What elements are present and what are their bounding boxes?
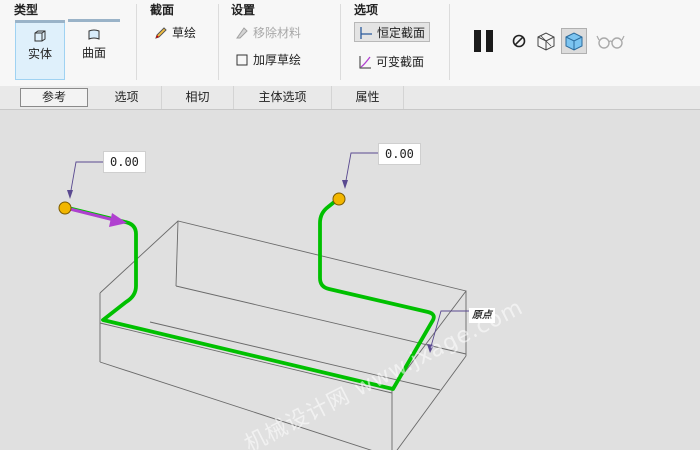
sketch-label: 草绘	[172, 26, 197, 40]
dimension-start-value[interactable]: 0.00	[103, 151, 146, 173]
leader-arrowhead	[67, 190, 73, 199]
sketch-pencil-icon	[155, 27, 167, 39]
shaded-preview-icon	[565, 32, 583, 51]
constant-section-button[interactable]: 恒定截面	[354, 22, 431, 42]
leader-arrowhead	[427, 344, 434, 353]
origin-note[interactable]: 原点	[469, 308, 495, 323]
solid-type-label: 实体	[27, 47, 52, 61]
thicken-sketch-icon	[236, 54, 248, 66]
wireframe-preview-icon	[537, 32, 555, 51]
start-point-handle[interactable]	[58, 201, 72, 215]
solid-type-button[interactable]: 实体	[15, 20, 65, 80]
group-title-type: 类型	[14, 3, 39, 17]
leader-arrowhead	[342, 180, 348, 189]
tab-options[interactable]: 选项	[92, 86, 162, 109]
remove-material-button[interactable]: 移除材料	[235, 23, 301, 43]
glasses-icon	[596, 35, 625, 49]
no-preview-button[interactable]	[506, 28, 532, 54]
tab-body-options[interactable]: 主体选项	[234, 86, 332, 109]
group-title-options: 选项	[354, 3, 379, 17]
ribbon-separator	[136, 4, 137, 80]
thicken-sketch-label: 加厚草绘	[253, 53, 302, 67]
ribbon: 类型 截面 设置 选项 实体 曲面 草绘 移除材料 加厚草绘 恒定截面 可变截面	[0, 0, 700, 87]
model-canvas	[58, 152, 470, 450]
prohibit-icon	[512, 34, 526, 48]
solid-icon	[34, 30, 46, 42]
pause-icon	[474, 30, 493, 52]
end-point-handle[interactable]	[332, 192, 346, 206]
tab-properties[interactable]: 属性	[332, 86, 404, 109]
remove-material-icon	[236, 27, 248, 39]
start-direction-arrow[interactable]	[69, 207, 127, 227]
tab-references[interactable]: 参考	[20, 88, 88, 107]
graphics-viewport[interactable]: 0.00 0.00 原点 机械设计网 www.jxage.com	[0, 110, 700, 458]
group-title-section: 截面	[150, 3, 175, 17]
dimension-end-value[interactable]: 0.00	[378, 143, 421, 165]
preview-wireframe-button[interactable]	[533, 28, 559, 54]
constant-section-label: 恒定截面	[377, 26, 426, 40]
variable-section-button[interactable]: 可变截面	[358, 52, 424, 72]
sketch-button[interactable]: 草绘	[154, 23, 196, 43]
variable-section-icon	[359, 56, 371, 69]
surface-type-label: 曲面	[81, 46, 106, 60]
sweep-trajectory[interactable]	[66, 197, 436, 391]
group-title-settings: 设置	[231, 3, 256, 17]
surface-type-button[interactable]: 曲面	[68, 19, 120, 80]
preview-shaded-button[interactable]	[561, 28, 587, 54]
remove-material-label: 移除材料	[253, 26, 302, 40]
variable-section-label: 可变截面	[376, 55, 425, 69]
ribbon-separator	[218, 4, 219, 80]
glasses-preview-button[interactable]	[596, 28, 625, 54]
thicken-sketch-button[interactable]: 加厚草绘	[235, 50, 301, 70]
ribbon-separator	[340, 4, 341, 80]
dimension-leaders	[69, 152, 470, 351]
tab-bar: 参考 选项 相切 主体选项 属性	[0, 86, 700, 110]
tab-tangency[interactable]: 相切	[162, 86, 234, 109]
ribbon-separator	[449, 4, 450, 80]
pause-button[interactable]	[471, 28, 497, 54]
constant-section-icon	[360, 27, 372, 39]
surface-icon	[88, 29, 100, 40]
